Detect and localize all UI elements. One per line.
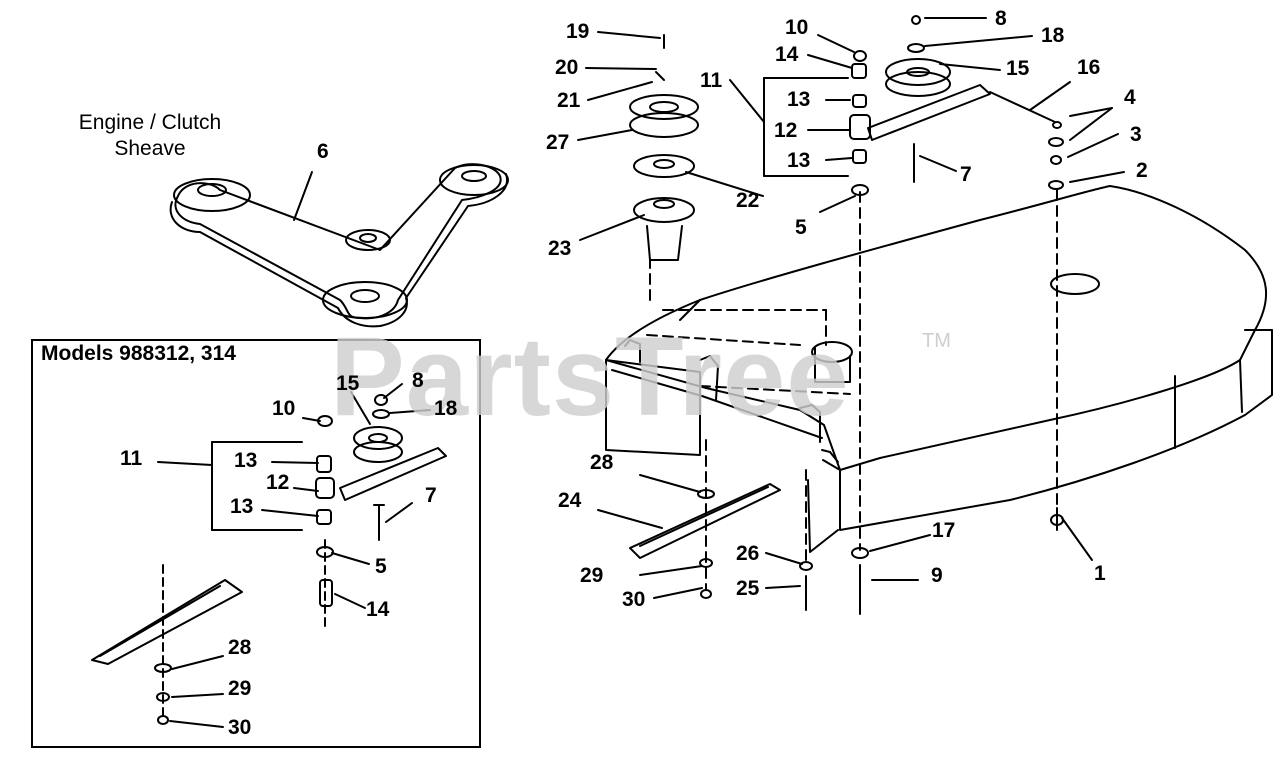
callout-13-top: 13: [787, 88, 811, 111]
inset-callout-10: 10: [272, 397, 296, 420]
callout-2: 2: [1136, 159, 1148, 182]
spindle-assembly: [629, 34, 699, 261]
blade-assembly: [629, 483, 1064, 615]
callout-21: 21: [557, 89, 581, 112]
callout-16: 16: [1077, 56, 1101, 79]
callout-7: 7: [960, 163, 972, 186]
inset-callout-28: 28: [228, 636, 252, 659]
callout-15: 15: [1006, 57, 1030, 80]
belt-assembly: [169, 163, 509, 328]
callout-22: 22: [736, 189, 760, 212]
inset-callout-8: 8: [412, 369, 424, 392]
callout-5: 5: [795, 216, 807, 239]
leader-lines: [577, 17, 1125, 599]
idler-assembly: [763, 15, 1064, 196]
callout-8: 8: [995, 7, 1007, 30]
callout-11: 11: [700, 69, 723, 92]
inset-callout-29: 29: [228, 677, 252, 700]
callout-10: 10: [785, 16, 809, 39]
inset-callout-12: 12: [266, 471, 290, 494]
inset-callout-15: 15: [336, 372, 360, 395]
models-inset-box: [31, 339, 481, 748]
inset-callout-18: 18: [434, 397, 458, 420]
callout-27: 27: [546, 131, 570, 154]
callout-26: 26: [736, 542, 760, 565]
callout-29: 29: [580, 564, 604, 587]
callout-17: 17: [932, 519, 956, 542]
callout-19: 19: [566, 20, 590, 43]
callout-6: 6: [317, 140, 329, 163]
mower-deck: [605, 185, 1273, 591]
inset-callout-11: 11: [120, 447, 143, 470]
callout-23: 23: [548, 237, 572, 260]
callout-18: 18: [1041, 24, 1065, 47]
belt-caption-line2: Sheave: [114, 137, 186, 161]
callout-14: 14: [775, 43, 799, 66]
watermark-trademark: TM: [922, 330, 951, 352]
inset-callout-5: 5: [375, 555, 387, 578]
callout-24: 24: [558, 489, 582, 512]
inset-callout-14: 14: [366, 598, 390, 621]
inset-title: Models 988312, 314: [41, 342, 236, 365]
callout-30: 30: [622, 588, 646, 611]
callout-4: 4: [1124, 86, 1136, 109]
inset-callout-13-top: 13: [234, 449, 258, 472]
callout-3: 3: [1130, 123, 1142, 146]
belt-caption-line1: Engine / Clutch: [78, 111, 222, 134]
belt-caption: Engine / Clutch Sheave: [60, 110, 240, 163]
callout-12: 12: [774, 119, 798, 142]
inset-callout-30: 30: [228, 716, 252, 739]
watermark-text: PartsTree: [330, 314, 850, 439]
inset-callout-7: 7: [425, 484, 437, 507]
leader-6: [293, 171, 313, 221]
callout-1: 1: [1094, 562, 1106, 585]
callout-9: 9: [931, 564, 943, 587]
inset-drawing: [91, 383, 447, 728]
callout-25: 25: [736, 577, 760, 600]
inset-callout-13-bottom: 13: [230, 495, 254, 518]
callout-20: 20: [555, 56, 579, 79]
callout-28: 28: [590, 451, 614, 474]
callout-13-bottom: 13: [787, 149, 811, 172]
